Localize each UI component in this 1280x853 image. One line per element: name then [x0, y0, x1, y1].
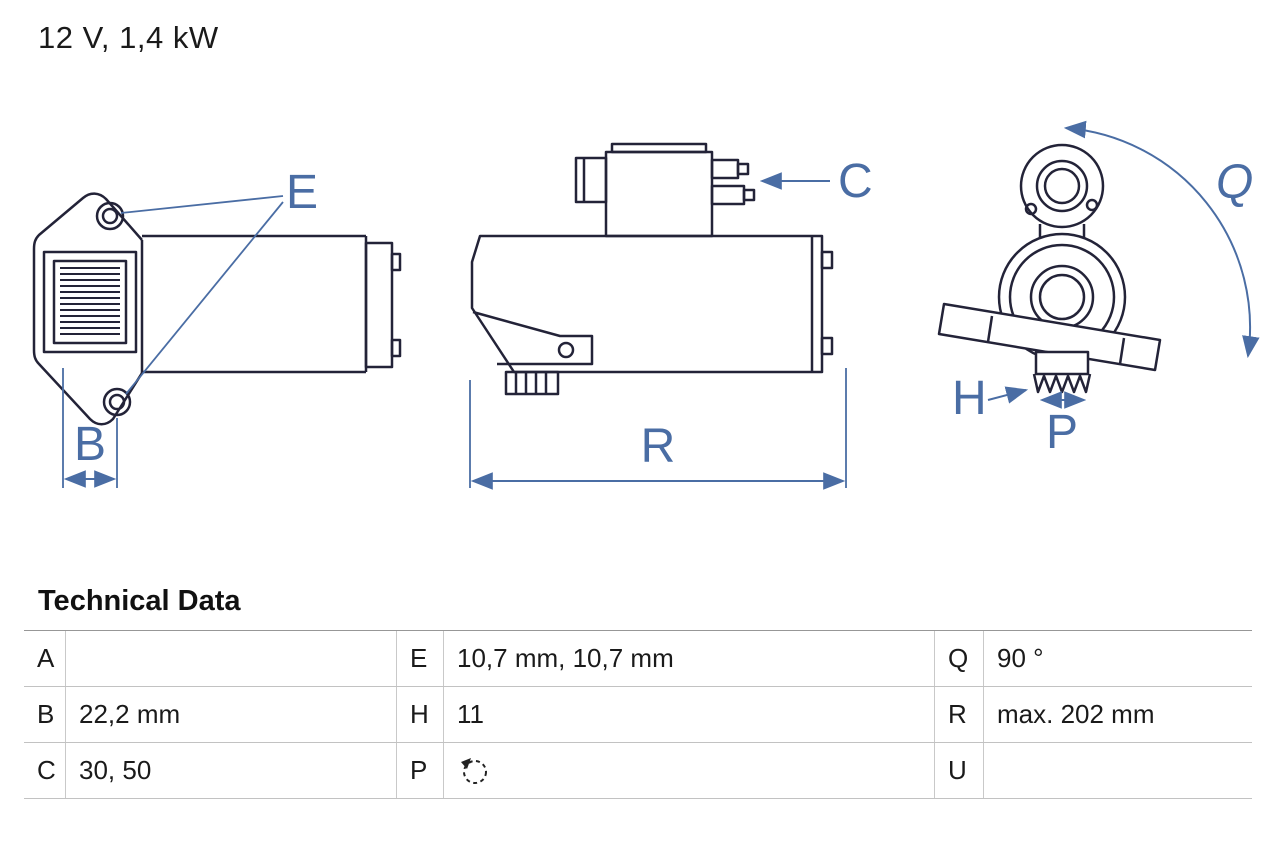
- rear-view-drawing: [32, 192, 402, 426]
- spec-value-c: 30, 50: [79, 755, 152, 785]
- technical-data-table: A E 10,7 mm, 10,7 mm Q 90 ° B 22,2 mm H …: [24, 630, 1252, 799]
- spec-value-a: [66, 631, 396, 686]
- front-view-drawing: [937, 143, 1162, 394]
- rotation-direction-icon: [461, 757, 487, 784]
- dimension-q: [1063, 120, 1260, 359]
- table-row: C 30, 50 P U: [24, 743, 1252, 799]
- spec-key-b: B: [24, 687, 66, 742]
- spec-value-b: 22,2 mm: [79, 699, 181, 729]
- dim-label-c: C: [838, 155, 873, 208]
- spec-value-e: 10,7 mm, 10,7 mm: [457, 643, 674, 673]
- dimension-e: [120, 195, 284, 395]
- spec-value-h: 11: [457, 699, 484, 729]
- dimension-h: [987, 386, 1029, 404]
- dim-label-h: H: [952, 372, 987, 425]
- spec-key-u: U: [934, 743, 984, 798]
- spec-value-r: max. 202 mm: [997, 699, 1155, 729]
- spec-key-p: P: [396, 743, 444, 798]
- table-row: B 22,2 mm H 11 R max. 202 mm: [24, 687, 1252, 743]
- spec-key-c: C: [24, 743, 66, 798]
- dim-label-p: P: [1046, 406, 1078, 459]
- dim-label-b: B: [74, 418, 106, 471]
- spec-key-e: E: [396, 631, 444, 686]
- spec-key-q: Q: [934, 631, 984, 686]
- spec-value-u: [984, 743, 1252, 798]
- spec-key-h: H: [396, 687, 444, 742]
- product-spec-title: 12 V, 1,4 kW: [38, 20, 219, 55]
- spec-value-p: [444, 743, 934, 798]
- spec-key-r: R: [934, 687, 984, 742]
- table-row: A E 10,7 mm, 10,7 mm Q 90 °: [24, 631, 1252, 687]
- starter-motor-drawing: E B C: [32, 120, 1260, 490]
- spec-key-a: A: [24, 631, 66, 686]
- dimension-b: [62, 368, 118, 488]
- dim-label-q: Q: [1216, 156, 1253, 209]
- technical-drawing: E B C: [32, 120, 1260, 490]
- section-heading: Technical Data: [38, 585, 241, 617]
- side-view-drawing: [470, 142, 834, 396]
- spec-value-q: 90 °: [997, 643, 1044, 673]
- dim-label-e: E: [286, 166, 318, 219]
- dimension-r: [469, 368, 847, 490]
- dim-label-r: R: [641, 420, 676, 473]
